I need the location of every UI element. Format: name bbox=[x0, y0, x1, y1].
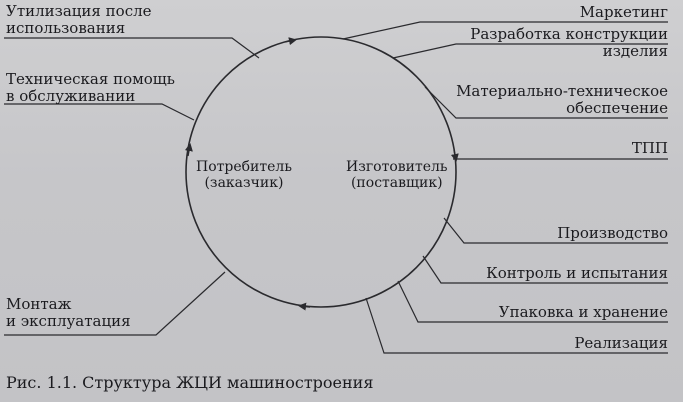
manufacturer-label: Изготовитель (поставщик) bbox=[346, 159, 448, 191]
stage-disposal-line2: использования bbox=[6, 19, 126, 37]
arrow-right bbox=[450, 149, 459, 162]
stage-sales-line1: Реализация bbox=[574, 334, 668, 352]
life-cycle-circle bbox=[185, 36, 457, 308]
leader-installation bbox=[4, 271, 226, 336]
consumer-label: Потребитель (заказчик) bbox=[196, 159, 292, 191]
stage-supply-line2: обеспечение bbox=[566, 99, 668, 117]
leader-supply bbox=[424, 86, 668, 119]
stage-installation-line1: Монтаж bbox=[6, 295, 72, 313]
stage-packaging-line1: Упаковка и хранение bbox=[498, 303, 668, 321]
stage-marketing-line1: Маркетинг bbox=[579, 3, 668, 21]
consumer-label-line2: (заказчик) bbox=[204, 175, 284, 191]
figure-caption: Рис. 1.1. Структура ЖЦИ машиностроения bbox=[6, 373, 374, 392]
stage-disposal: Утилизация после использования bbox=[6, 3, 152, 37]
arrow-left bbox=[184, 143, 193, 157]
stage-supply-line1: Материально-техническое bbox=[456, 82, 668, 100]
leader-production bbox=[443, 217, 668, 244]
stage-support-line2: в обслуживании bbox=[6, 87, 136, 105]
stage-testing: Контроль и испытания bbox=[486, 265, 668, 282]
stage-support-line1: Техническая помощь bbox=[6, 70, 175, 88]
consumer-label-line1: Потребитель bbox=[196, 159, 292, 175]
arrow-top bbox=[284, 37, 297, 46]
leader-support bbox=[4, 103, 195, 121]
leader-marketing bbox=[342, 21, 668, 40]
stage-supply: Материально-техническое обеспечение bbox=[456, 83, 668, 117]
stage-production: Производство bbox=[557, 225, 668, 242]
stage-sales: Реализация bbox=[574, 335, 668, 352]
stage-design-line2: изделия bbox=[602, 42, 668, 60]
stage-installation: Монтаж и эксплуатация bbox=[6, 296, 131, 330]
leader-testing bbox=[422, 255, 668, 284]
manufacturer-label-line1: Изготовитель bbox=[346, 159, 448, 175]
leader-design bbox=[392, 43, 668, 59]
stage-support: Техническая помощь в обслуживании bbox=[6, 71, 175, 105]
manufacturer-label-line2: (поставщик) bbox=[350, 175, 443, 191]
stage-design: Разработка конструкции изделия bbox=[470, 26, 668, 60]
stage-marketing: Маркетинг bbox=[580, 4, 668, 21]
stage-installation-line2: и эксплуатация bbox=[6, 312, 131, 330]
stage-tpp: ТПП bbox=[632, 140, 668, 157]
leader-packaging bbox=[397, 280, 668, 323]
leader-sales bbox=[365, 297, 668, 354]
stage-design-line1: Разработка конструкции bbox=[470, 25, 668, 43]
stage-disposal-line1: Утилизация после bbox=[6, 2, 152, 20]
arrow-bottom bbox=[298, 302, 311, 311]
stage-tpp-line1: ТПП bbox=[631, 139, 668, 157]
stage-packaging: Упаковка и хранение bbox=[499, 304, 668, 321]
stage-testing-line1: Контроль и испытания bbox=[486, 264, 668, 282]
stage-production-line1: Производство bbox=[557, 224, 668, 242]
leader-disposal bbox=[4, 37, 260, 59]
